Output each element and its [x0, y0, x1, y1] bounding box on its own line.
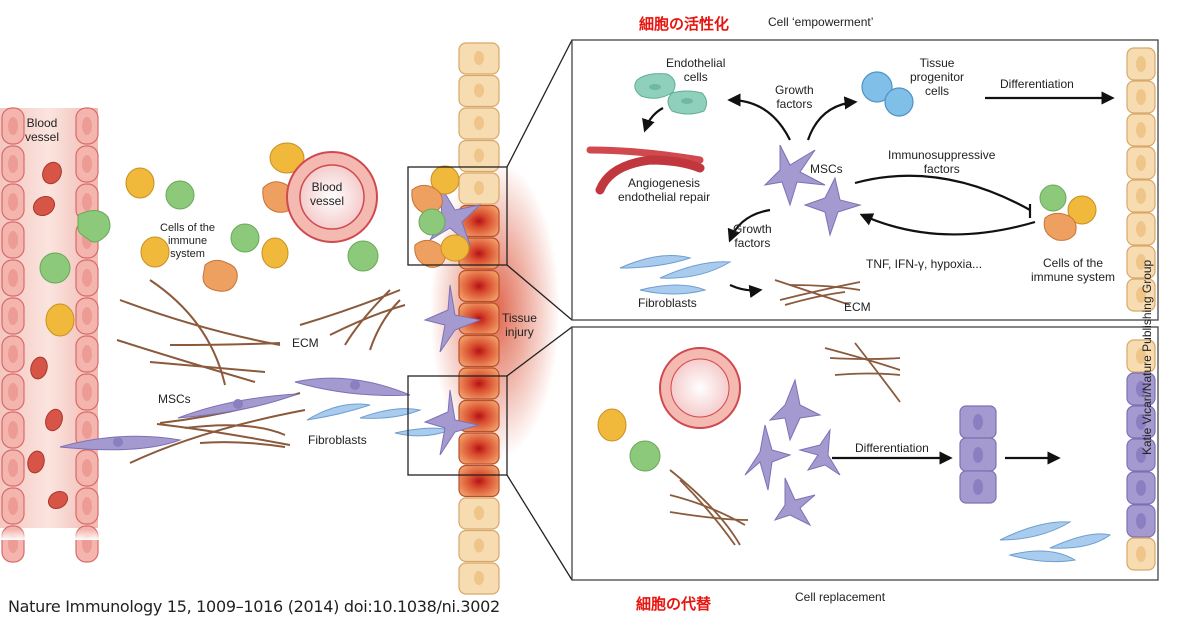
progenitor-cells — [861, 71, 914, 117]
empowerment-fibroblasts — [619, 255, 732, 295]
injured-tissue-cell — [458, 464, 500, 498]
empowerment-panel — [571, 39, 1159, 321]
empowerment-title-jp: 細胞の活性化 — [639, 15, 730, 33]
immune-cells-left — [39, 142, 379, 337]
empowerment-title-en: Cell ‘empowerment’ — [768, 15, 874, 29]
replacement-title-en: Cell replacement — [795, 590, 886, 604]
label-immunosuppressive: Immunosuppressive factors — [888, 148, 996, 176]
label-growth-factors-top: Growth factors — [775, 83, 814, 111]
label-angiogenesis: Angiogenesis endothelial repair — [618, 176, 711, 204]
regenerated-tissue-column — [1126, 339, 1156, 571]
label-differentiation-bottom: Differentiation — [855, 441, 929, 455]
label-tnf: TNF, IFN-γ, hypoxia... — [866, 257, 983, 271]
replacement-fibroblasts — [999, 521, 1112, 563]
label-blood-vessel: Blood vessel — [25, 116, 60, 144]
label-mscs-panel: MSCs — [810, 162, 843, 176]
replacement-panel — [571, 326, 1159, 581]
replacement-differentiating-cells — [959, 405, 997, 504]
red-blood-cells — [27, 161, 69, 510]
label-immune-cells: Cells of the immune system — [160, 222, 216, 260]
tissue-immune-cells — [411, 165, 470, 268]
label-endothelial-cells: Endothelial cells — [666, 56, 726, 84]
differentiated-tissue-column — [1126, 47, 1156, 312]
ecm-fibers — [116, 279, 406, 464]
citation: Nature Immunology 15, 1009–1016 (2014) d… — [8, 597, 500, 616]
label-tissue-progenitor: Tissue progenitor cells — [910, 56, 965, 98]
injured-tissue-cell — [458, 334, 500, 368]
fibroblasts-left — [306, 403, 452, 437]
image-credit: Katie Vicari/Nature Publishing Group — [1140, 259, 1154, 455]
label-fibroblasts: Fibroblasts — [308, 433, 367, 447]
label-immune-system: Cells of the immune system — [1031, 256, 1116, 284]
blood-vessel-cross-section — [286, 151, 378, 243]
empowerment-ecm — [774, 279, 861, 306]
label-tissue-injury: Tissue injury — [502, 311, 537, 339]
injured-tissue-cell — [458, 367, 500, 400]
label-differentiation-top: Differentiation — [1000, 77, 1074, 91]
injured-tissue-cell — [458, 269, 500, 303]
migrating-mscs — [59, 377, 411, 451]
endothelial-cells — [634, 73, 708, 115]
zoom-indicators — [407, 39, 573, 581]
label-ecm: ECM — [292, 336, 319, 350]
replacement-immune-cells — [597, 408, 661, 472]
vessel-wall-cells — [1, 107, 99, 563]
replacement-mscs — [744, 378, 841, 527]
replacement-ecm — [669, 342, 901, 546]
label-fibroblasts-panel: Fibroblasts — [638, 296, 697, 310]
injured-tissue-cell — [458, 432, 500, 465]
empowerment-mscs — [763, 144, 862, 237]
replacement-title-jp: 細胞の代替 — [636, 595, 712, 613]
empowerment-immune-cells — [1039, 184, 1097, 241]
label-blood-vessel-small: Blood vessel — [310, 180, 345, 208]
replacement-vessel — [659, 347, 741, 429]
label-mscs: MSCs — [158, 392, 191, 406]
label-ecm-panel: ECM — [844, 300, 871, 314]
angiogenesis-vessel — [586, 146, 705, 195]
label-growth-factors-bottom: Growth factors — [733, 222, 772, 250]
empowerment-arrows — [642, 91, 1115, 298]
